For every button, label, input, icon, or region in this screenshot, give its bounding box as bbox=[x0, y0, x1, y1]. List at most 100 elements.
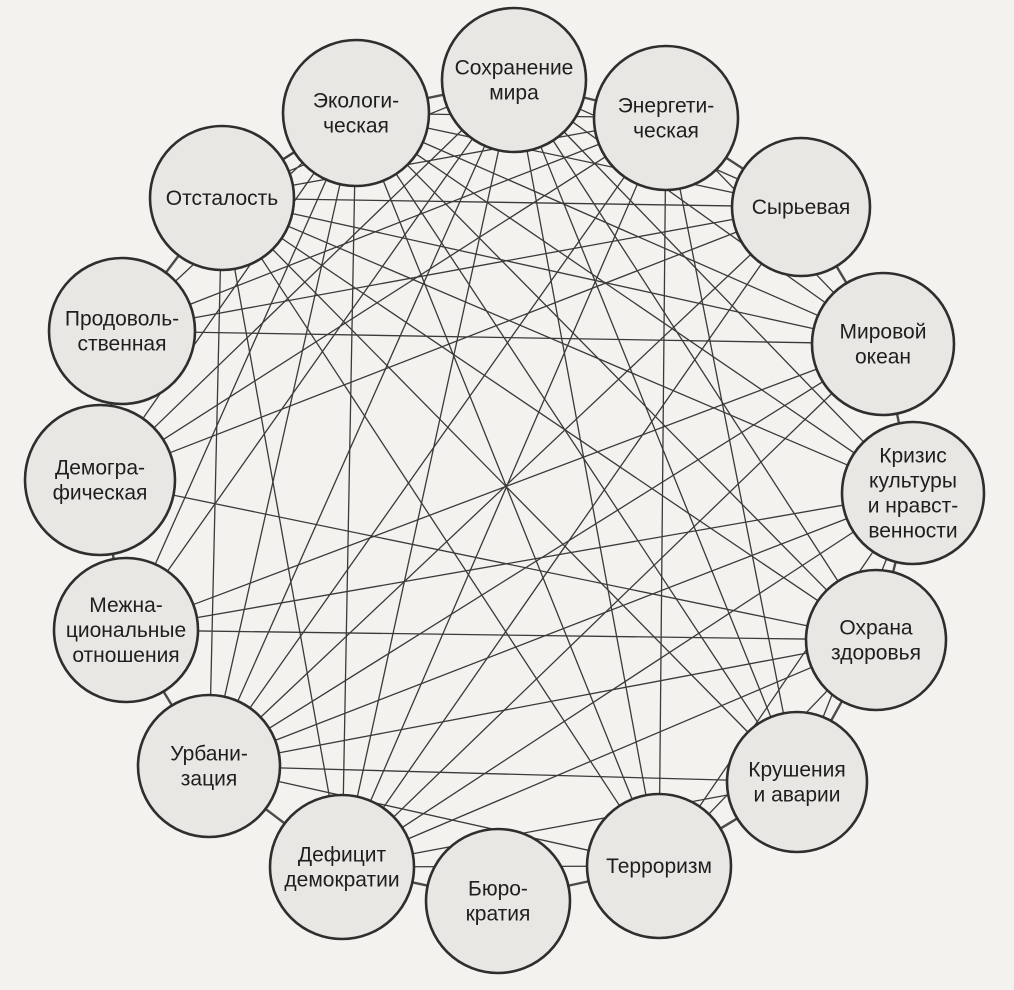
node-label-ecology: Экологи-ческая bbox=[313, 90, 399, 138]
node-label-demography: Демогра-фическая bbox=[53, 457, 148, 505]
node-label-line: Мировой bbox=[840, 321, 927, 344]
node-demography: Демогра-фическая bbox=[23, 403, 177, 557]
node-label-line: фическая bbox=[53, 482, 148, 505]
node-label-raw: Сырьевая bbox=[752, 196, 851, 219]
node-circle-raw bbox=[730, 136, 872, 278]
node-label-line: Сырьевая bbox=[752, 196, 851, 219]
node-circle-bureau bbox=[424, 827, 572, 975]
connection-backward-health bbox=[280, 236, 820, 603]
node-label-line: и нравст- bbox=[868, 495, 959, 518]
connection-demography-health bbox=[171, 494, 809, 627]
node-label-line: культуры bbox=[869, 470, 957, 493]
connection-urban-terror bbox=[276, 780, 591, 852]
connection-peace-terror bbox=[526, 149, 647, 797]
node-circle-culture bbox=[840, 420, 986, 566]
node-energy: Энергети-ческая bbox=[592, 44, 740, 192]
node-terror: Терроризм bbox=[585, 792, 733, 940]
connection-backward-democracy bbox=[233, 267, 331, 798]
node-circle-ocean bbox=[810, 271, 956, 417]
connection-peace-demography bbox=[152, 128, 464, 430]
connection-ocean-democracy bbox=[392, 391, 834, 819]
node-label-line: Демогра- bbox=[55, 457, 145, 480]
node-label-line: отношения bbox=[72, 644, 179, 667]
node-circle-accidents bbox=[725, 710, 869, 854]
ring-connector-terror-bureau bbox=[566, 879, 591, 888]
node-label-line: Дефицит bbox=[298, 844, 387, 867]
node-label-line: здоровья bbox=[831, 642, 921, 665]
node-label-line: венности bbox=[868, 520, 957, 543]
node-circle-democracy bbox=[268, 793, 416, 941]
node-circle-energy bbox=[592, 44, 740, 192]
connection-energy-terror bbox=[659, 188, 666, 796]
ring-connector-ecology-peace bbox=[425, 93, 446, 100]
node-label-line: и аварии bbox=[754, 784, 841, 807]
connection-ecology-culture bbox=[414, 152, 856, 455]
node-label-line: Энергети- bbox=[618, 95, 715, 118]
node-label-line: ческая bbox=[323, 115, 389, 138]
connection-ocean-interethnic bbox=[191, 367, 819, 606]
connection-energy-food bbox=[188, 143, 601, 306]
node-label-line: Продоволь- bbox=[65, 308, 179, 331]
ring-connector-food-backward bbox=[164, 253, 181, 275]
node-urban: Урбани-зация bbox=[136, 693, 282, 839]
connection-peace-democracy bbox=[356, 148, 500, 799]
connection-culture-urban bbox=[273, 517, 849, 742]
node-circle-food bbox=[47, 256, 197, 406]
connection-energy-accidents bbox=[679, 187, 785, 715]
connection-energy-democracy bbox=[369, 182, 639, 803]
node-label-energy: Энергети-ческая bbox=[618, 95, 715, 143]
node-label-terror: Терроризм bbox=[606, 855, 712, 878]
node-label-line: Межна- bbox=[89, 594, 163, 617]
connection-ecology-terror bbox=[382, 179, 634, 801]
node-circle-ecology bbox=[281, 38, 431, 188]
node-label-line: Отсталость bbox=[166, 187, 279, 210]
ring-connector-bureau-democracy bbox=[410, 880, 430, 888]
connection-food-raw bbox=[192, 218, 735, 319]
connection-backward-culture bbox=[286, 225, 850, 467]
node-label-bureau: Бюро-кратия bbox=[466, 878, 531, 926]
connection-backward-urban bbox=[209, 268, 222, 697]
connection-demography-raw bbox=[168, 230, 739, 454]
connection-urban-accidents bbox=[278, 767, 729, 781]
connection-raw-urban bbox=[259, 252, 753, 719]
node-bureau: Бюро-кратия bbox=[424, 827, 572, 975]
node-raw: Сырьевая bbox=[730, 136, 872, 278]
node-label-line: зация bbox=[181, 768, 237, 791]
node-label-line: кратия bbox=[466, 903, 531, 926]
node-label-line: ческая bbox=[633, 120, 699, 143]
connection-health-interethnic bbox=[196, 630, 808, 640]
ring-connector-urban-interethnic bbox=[161, 689, 174, 708]
node-circle-demography bbox=[23, 403, 177, 557]
ring-connector-accidents-terror bbox=[718, 816, 740, 831]
connection-ecology-ocean bbox=[421, 141, 820, 317]
connection-ecology-backward bbox=[281, 150, 296, 161]
connection-food-ocean bbox=[193, 331, 814, 344]
node-food: Продоволь-ственная bbox=[47, 256, 197, 406]
node-circle-backward bbox=[148, 124, 296, 272]
connection-raw-democracy bbox=[381, 262, 763, 810]
node-label-line: Крушения bbox=[748, 759, 845, 782]
connection-health-urban bbox=[277, 652, 809, 754]
node-label-backward: Отсталость bbox=[166, 187, 279, 210]
ring-connector-raw-ocean bbox=[834, 264, 849, 285]
node-label-line: океан bbox=[855, 346, 911, 369]
connection-ecology-urban bbox=[223, 182, 341, 699]
ring-connector-health-accidents bbox=[829, 699, 844, 723]
node-circle-interethnic bbox=[52, 556, 200, 704]
node-circle-urban bbox=[136, 693, 282, 839]
node-label-line: Сохранение bbox=[455, 57, 574, 80]
node-circle-terror bbox=[585, 792, 733, 940]
